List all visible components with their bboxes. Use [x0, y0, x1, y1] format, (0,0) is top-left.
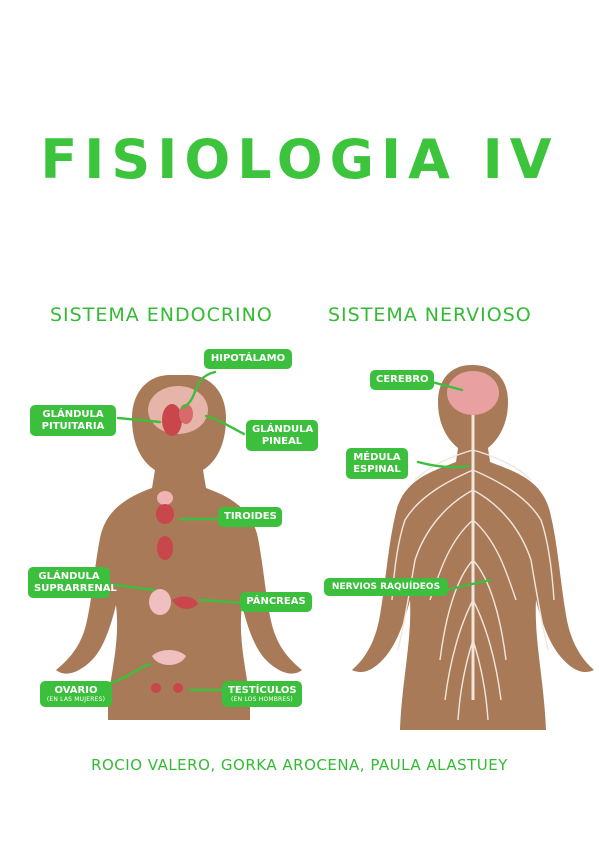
label-pancreas: PÁNCREAS	[240, 592, 312, 612]
label-glandula-pituitaria: GLÁNDULA PITUITARIA	[30, 405, 116, 436]
label-cerebro: CEREBRO	[370, 370, 434, 390]
nervous-body-figure	[352, 365, 594, 730]
label-medula-line2: ESPINAL	[353, 463, 401, 475]
label-pineal-line2: PINEAL	[261, 435, 303, 447]
label-suprarrenal-line2: SUPRARRENAL	[34, 582, 117, 594]
label-ovario: OVARIO (EN LAS MUJERES)	[40, 681, 112, 708]
label-testiculos: TESTÍCULOS (EN LOS HOMBRES)	[222, 681, 302, 708]
label-suprarrenal-line1: GLÁNDULA	[38, 571, 100, 582]
label-medula-espinal: MÉDULA ESPINAL	[346, 448, 408, 479]
label-nervios-raquideos: NERVIOS RAQUÍDEOS	[324, 578, 448, 597]
label-pituitaria-line2: PITUITARIA	[41, 420, 105, 432]
label-testiculos-note: (EN LOS HOMBRES)	[231, 695, 293, 703]
label-pineal-line1: GLÁNDULA	[252, 424, 314, 435]
section-title-endocrine: SISTEMA ENDOCRINO	[50, 304, 273, 326]
label-ovario-text: OVARIO	[54, 685, 98, 696]
page-title: FISIOLOGIA IV	[40, 128, 559, 191]
label-glandula-pineal: GLÁNDULA PINEAL	[246, 420, 318, 451]
label-medula-line1: MÉDULA	[353, 452, 401, 463]
label-tiroides: TIROIDES	[218, 507, 282, 527]
label-ovario-note: (EN LAS MUJERES)	[46, 695, 106, 703]
credits-authors: ROCIO VALERO, GORKA AROCENA, PAULA ALAST…	[91, 756, 508, 774]
label-testiculos-text: TESTÍCULOS	[228, 685, 297, 696]
label-pituitaria-line1: GLÁNDULA	[42, 409, 104, 420]
section-title-nervous: SISTEMA NERVIOSO	[328, 304, 532, 326]
label-glandula-suprarrenal: GLÁNDULA SUPRARRENAL	[28, 567, 117, 598]
label-hipotalamo: HIPOTÁLAMO	[204, 349, 292, 369]
